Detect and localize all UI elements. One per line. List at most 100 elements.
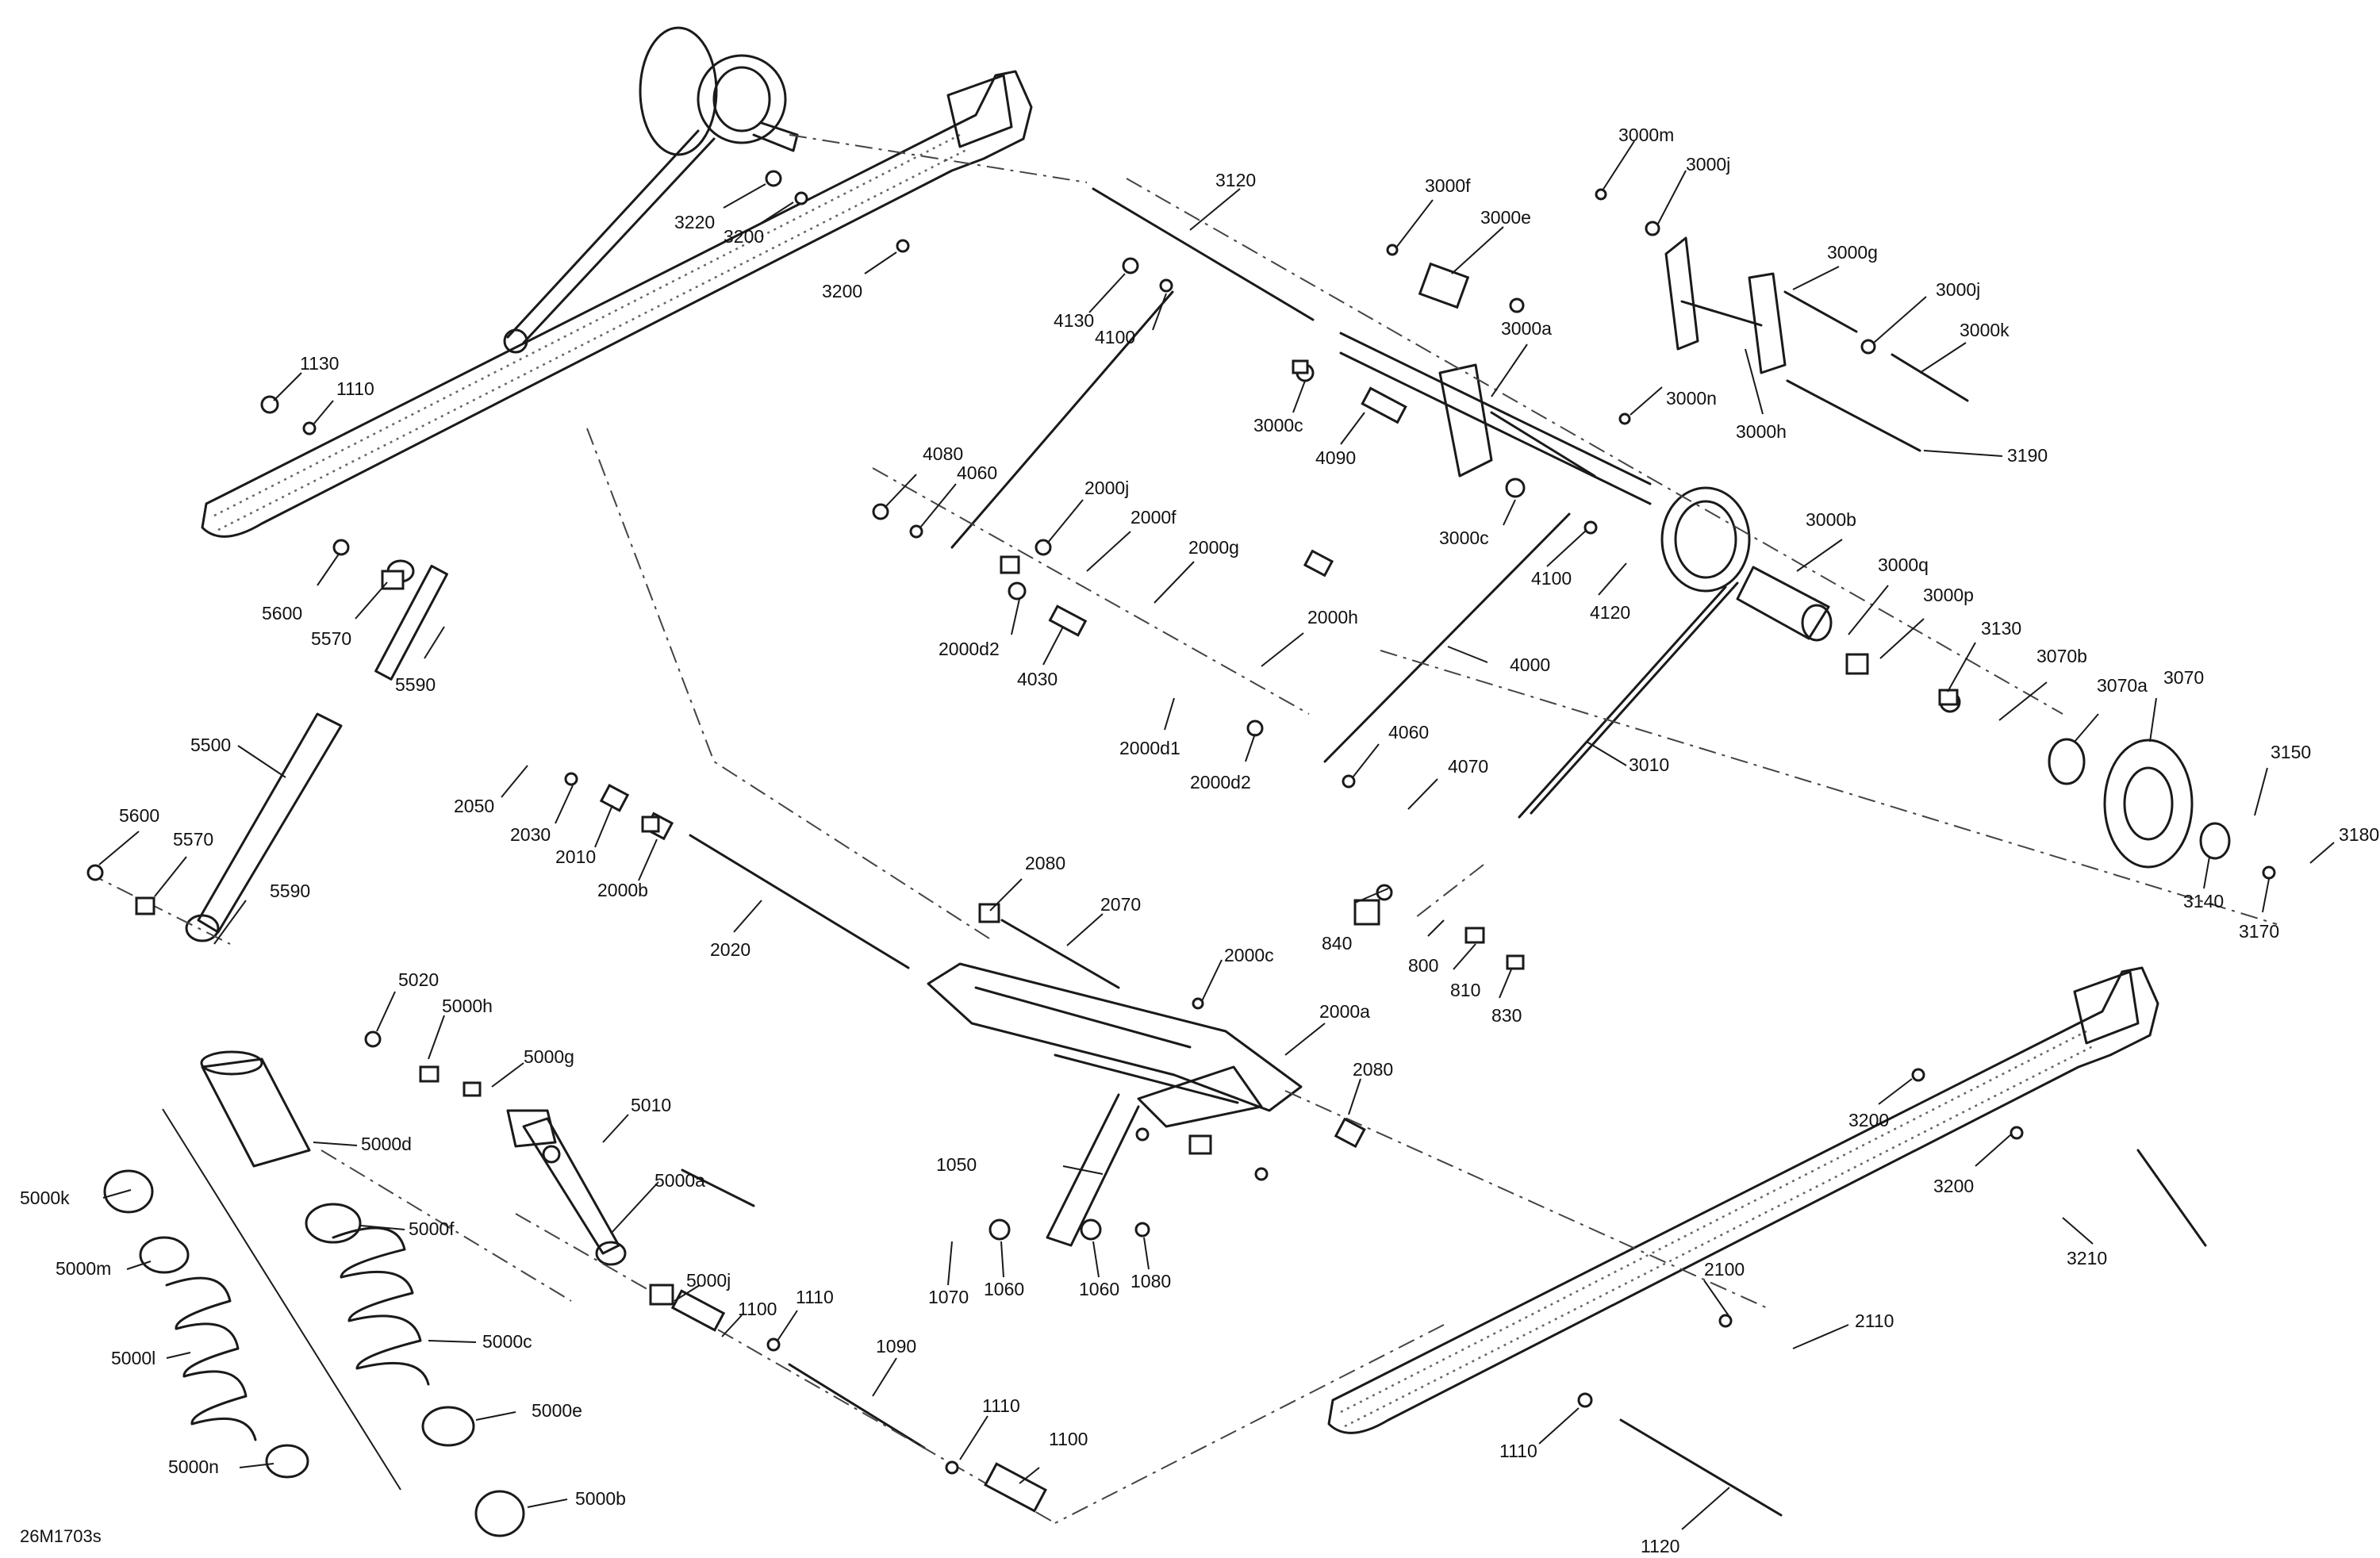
callout-label: 5590 — [395, 674, 436, 695]
callout-label: 3070b — [2036, 646, 2087, 666]
callout-label: 2080 — [1025, 853, 1065, 873]
callout-labels: 3220 3200 3200 1130 1110 3120 4130 4100 … — [20, 125, 2379, 1556]
callout-label: 5000f — [409, 1218, 455, 1239]
callout-label: 5000g — [524, 1046, 574, 1067]
callout-label: 3000p — [1923, 585, 1974, 605]
callout-label: 3000b — [1806, 509, 1856, 530]
sleeve-3000b — [1736, 566, 1833, 642]
idler-spring-assembly — [503, 26, 799, 354]
callout-label: 5570 — [311, 628, 351, 649]
hardware — [86, 170, 2276, 1513]
callout-label: 2020 — [710, 939, 750, 960]
torsion-spring — [1518, 486, 1751, 819]
callout-label: 1100 — [1049, 1429, 1088, 1449]
callout-label: 2030 — [510, 824, 551, 845]
callout-label: 830 — [1491, 1005, 1522, 1026]
callout-label: 1110 — [796, 1287, 834, 1307]
callout-label: 3070 — [2163, 667, 2204, 688]
callout-label: 3130 — [1981, 618, 2021, 639]
callout-label: 2000g — [1188, 537, 1239, 558]
callout-label: 3000f — [1425, 175, 1471, 196]
callout-label: 5010 — [631, 1095, 671, 1115]
callout-label: 3200 — [724, 226, 764, 247]
callout-label: 5600 — [262, 603, 302, 624]
callout-label: 5600 — [119, 805, 159, 826]
callout-label: 4090 — [1315, 447, 1356, 468]
callout-label: 2000d2 — [1190, 772, 1251, 792]
callout-label: 3070a — [2097, 675, 2148, 696]
coil-spring-5000l — [165, 1276, 257, 1441]
callout-label: 1070 — [928, 1287, 969, 1307]
cup-5000k — [103, 1169, 154, 1214]
callout-label: 5000k — [20, 1188, 70, 1208]
callout-label: 5590 — [270, 881, 310, 901]
callout-label: 5000n — [168, 1456, 219, 1477]
callout-label: 1130 — [300, 353, 339, 374]
callout-label: 2050 — [454, 796, 494, 816]
callout-label: 4100 — [1531, 568, 1572, 589]
callout-label: 2000d1 — [1119, 738, 1180, 758]
callout-label: 2000f — [1130, 507, 1177, 528]
clip-5000n — [265, 1444, 309, 1479]
shafts — [681, 187, 2207, 1517]
callout-label: 3220 — [674, 212, 715, 232]
callout-label: 2000b — [597, 880, 648, 900]
callout-label: 4030 — [1017, 669, 1058, 689]
spacer-5000e — [421, 1406, 475, 1447]
divider-line — [162, 1108, 401, 1491]
callout-label: 3000e — [1480, 207, 1531, 228]
callout-label: 3170 — [2239, 921, 2279, 942]
callout-label: 2000h — [1307, 607, 1358, 627]
callout-label: 4000 — [1510, 654, 1550, 675]
callout-label: 3000j — [1686, 154, 1730, 175]
right-slide-rail — [1327, 966, 2159, 1434]
callout-label: 1050 — [936, 1154, 977, 1175]
callout-label: 5500 — [190, 735, 231, 755]
callout-label: 3140 — [2183, 891, 2224, 911]
figure-id: 26M1703s — [20, 1526, 102, 1546]
assembly-guide-lines — [86, 134, 2278, 1524]
callout-leaders — [98, 140, 2335, 1530]
callout-label: 5000b — [575, 1488, 626, 1509]
callout-label: 5000j — [686, 1270, 731, 1291]
left-slide-rail — [201, 70, 1033, 538]
callout-label: 3000c — [1253, 415, 1303, 436]
callout-label: 4080 — [923, 443, 963, 464]
callout-label: 2000d2 — [939, 639, 1000, 659]
spacer-5000m — [139, 1236, 190, 1274]
callout-label: 1060 — [1079, 1279, 1119, 1299]
callout-label: 3000j — [1936, 279, 1980, 300]
callout-label: 3180 — [2339, 824, 2379, 845]
callout-label: 1080 — [1130, 1271, 1171, 1291]
callout-label: 3000a — [1501, 318, 1552, 339]
callout-label: 3000c — [1439, 528, 1489, 548]
callout-label: 5000e — [532, 1400, 582, 1421]
callout-label: 1100 — [738, 1299, 777, 1319]
callout-label: 1090 — [876, 1336, 916, 1357]
seat-5000f — [305, 1203, 362, 1244]
callout-label: 2070 — [1100, 894, 1141, 915]
callout-label: 1120 — [1641, 1536, 1679, 1556]
callout-label: 4060 — [1388, 722, 1429, 743]
callout-label: 2000a — [1319, 1001, 1370, 1022]
callout-label: 4070 — [1448, 756, 1488, 777]
callout-label: 3120 — [1215, 170, 1256, 190]
callout-label: 3000h — [1736, 421, 1787, 442]
callout-label: 1110 — [1499, 1441, 1537, 1461]
callout-label: 3210 — [2067, 1248, 2107, 1268]
callout-label: 3200 — [822, 281, 862, 301]
bracket-3000h — [1664, 236, 1787, 374]
callout-label: 5570 — [173, 829, 213, 850]
callout-label: 3000m — [1618, 125, 1674, 145]
callout-label: 1060 — [984, 1279, 1024, 1299]
callout-label: 3200 — [1933, 1176, 1974, 1196]
callout-label: 3190 — [2007, 445, 2048, 466]
callout-label: 1110 — [336, 378, 374, 399]
callout-label: 3000k — [1960, 320, 2010, 340]
callout-label: 2010 — [555, 846, 596, 867]
callout-label: 800 — [1408, 955, 1438, 976]
callout-label: 5000h — [442, 996, 493, 1016]
callout-label: 5020 — [398, 969, 439, 990]
callout-label: 2100 — [1704, 1259, 1745, 1280]
